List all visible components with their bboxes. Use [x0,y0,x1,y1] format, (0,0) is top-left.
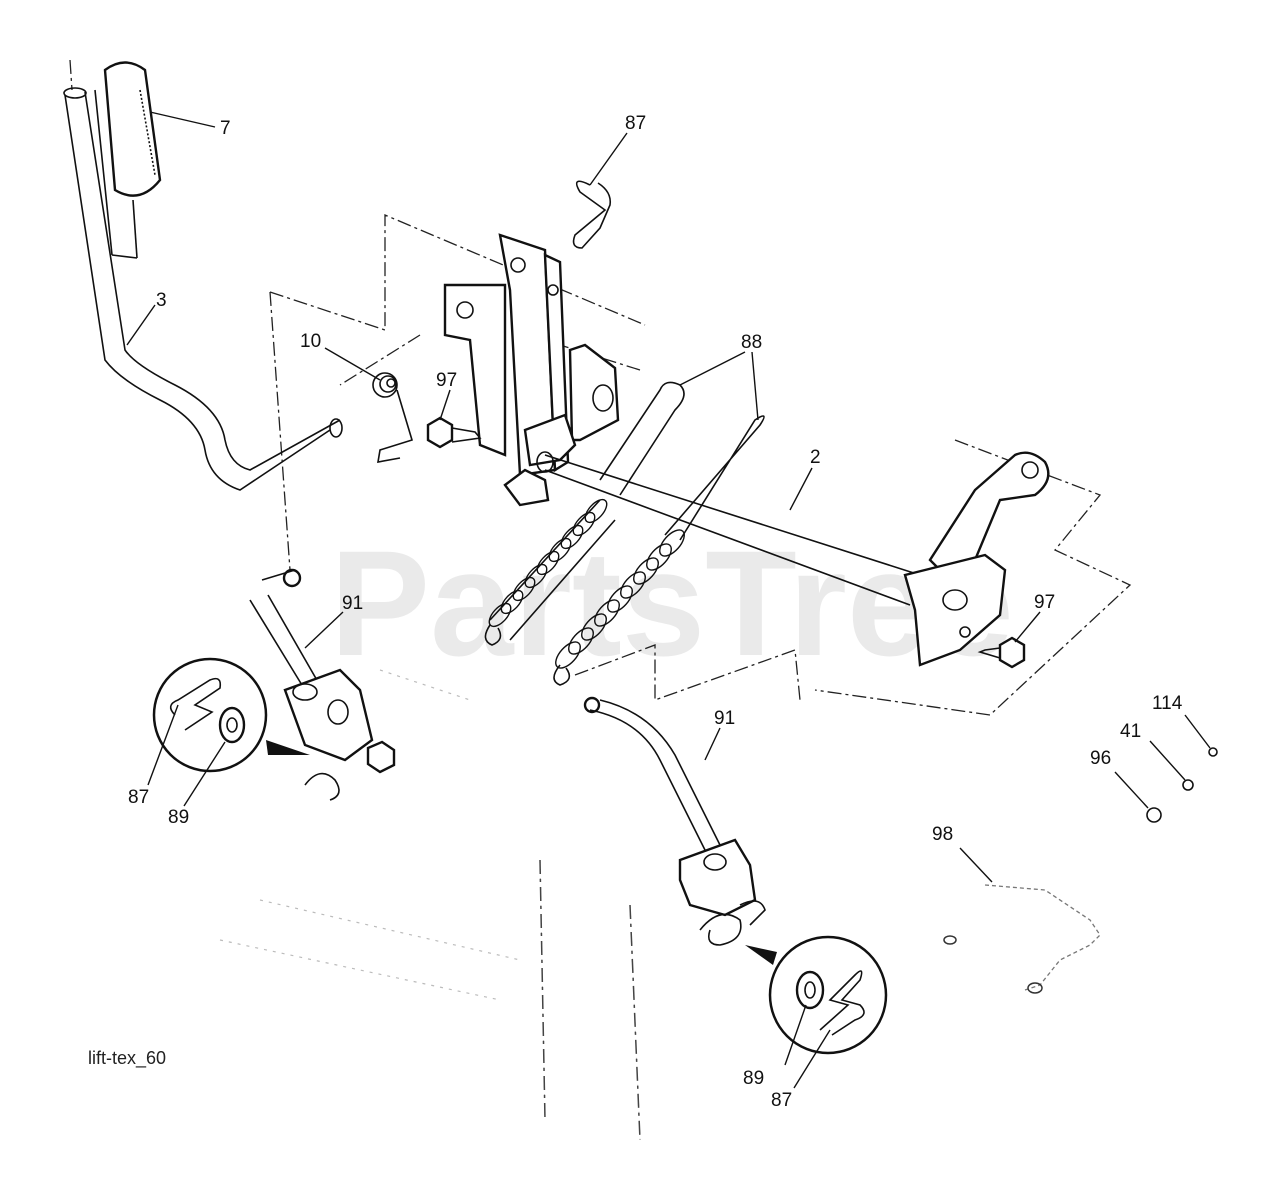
callout-89-right[interactable]: 89 [743,1068,764,1089]
callout-41[interactable]: 41 [1120,721,1141,742]
part-91-link-left[interactable] [249,568,396,801]
secondary-bracket[interactable] [523,343,620,467]
leader-lines [126,111,1211,1089]
callout-91-left[interactable]: 91 [342,593,363,614]
callout-87-right[interactable]: 87 [771,1090,792,1111]
diagram-code: lift-tex_60 [88,1048,166,1069]
callout-labels: 7 3 87 10 97 88 2 91 97 87 89 91 114 41 … [128,113,1183,1111]
part-87-hairpin-top[interactable] [572,180,612,249]
extension-spring-right[interactable] [551,526,688,686]
callout-3[interactable]: 3 [156,290,167,311]
part-97-bolt-left[interactable] [426,416,482,449]
extension-spring-left[interactable] [484,496,616,646]
main-bracket[interactable] [443,233,570,507]
watermark: PartsTree [330,519,1014,687]
part-91-link-right[interactable] [583,696,766,946]
part-2-lift-shaft[interactable] [536,451,921,606]
part-114-41-96-hardware[interactable] [1146,747,1218,823]
detail-circle-right [745,935,888,1055]
callout-10[interactable]: 10 [300,331,321,352]
callout-91-right[interactable]: 91 [714,708,735,729]
background-ghost-lines [219,669,641,1141]
callout-97-left[interactable]: 97 [436,370,457,391]
callout-89-left[interactable]: 89 [168,807,189,828]
callout-98[interactable]: 98 [932,824,953,845]
callout-114[interactable]: 114 [1152,693,1183,714]
detail-circle-left [152,657,310,773]
callout-87-top[interactable]: 87 [625,113,646,134]
part-97-bolt-right[interactable] [977,636,1026,669]
callout-96[interactable]: 96 [1090,748,1111,769]
right-lift-arm[interactable] [903,451,1050,667]
part-98-deck-lift[interactable] [943,884,1101,994]
part-10-spring[interactable] [372,372,413,463]
callout-97-right[interactable]: 97 [1034,592,1055,613]
callout-2[interactable]: 2 [810,447,821,468]
part-3-lift-lever[interactable] [63,87,343,491]
callout-87-left[interactable]: 87 [128,787,149,808]
callout-88[interactable]: 88 [741,332,762,353]
callout-7[interactable]: 7 [220,118,231,139]
part-88-spring-hooks[interactable] [599,381,765,541]
part-7-grip[interactable] [94,61,162,259]
